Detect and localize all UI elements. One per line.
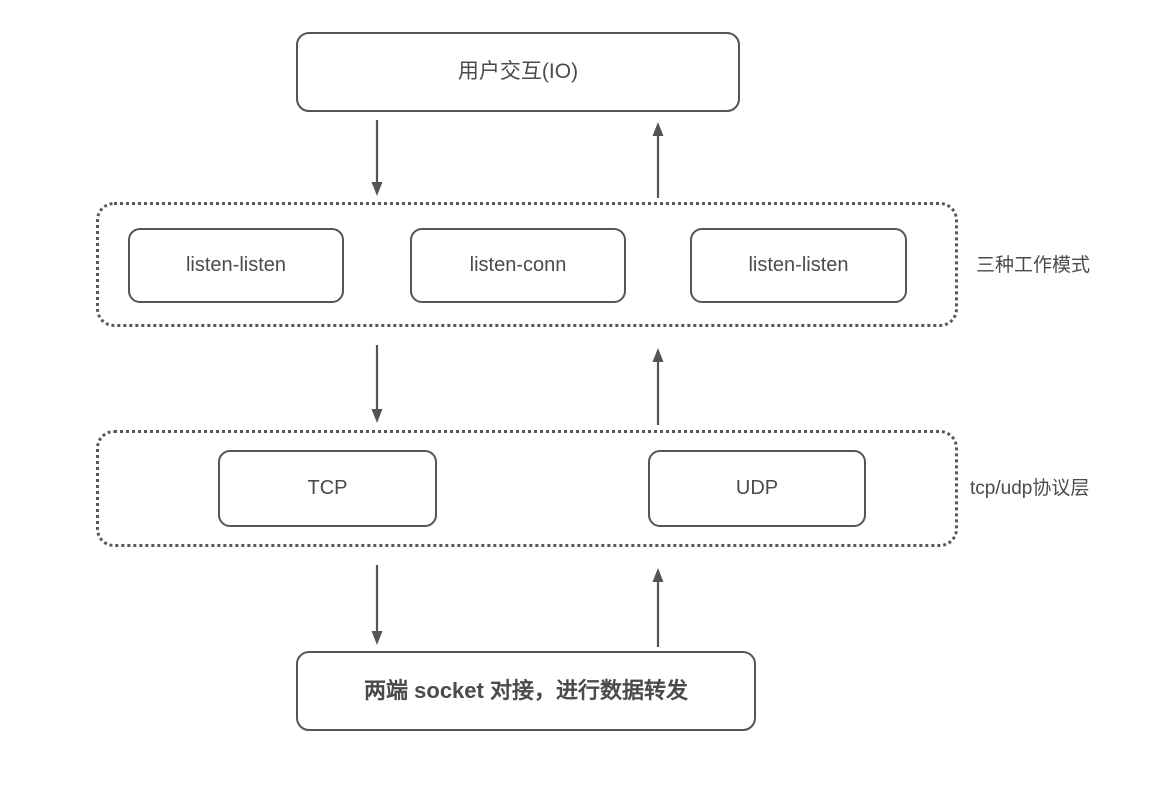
arrow-io-to-modes [361, 120, 393, 198]
node-socket-forwarding: 两端 socket 对接，进行数据转发 [296, 651, 756, 731]
node-label: 用户交互(IO) [457, 59, 579, 83]
arrow-protocols-to-socket [361, 565, 393, 647]
node-protocol-udp: UDP [648, 450, 866, 527]
group-label-protocol-layer: tcp/udp协议层 [970, 478, 1090, 499]
node-mode-listen-conn: listen-conn [410, 228, 626, 303]
node-label: UDP [735, 477, 779, 499]
node-label: listen-listen [185, 254, 287, 276]
node-mode-listen-listen-1: listen-listen [128, 228, 344, 303]
node-user-interaction-io: 用户交互(IO) [296, 32, 740, 112]
arrow-protocols-to-modes [642, 345, 674, 425]
node-label: 两端 socket 对接，进行数据转发 [364, 678, 688, 704]
node-mode-listen-listen-2: listen-listen [690, 228, 907, 303]
group-working-modes [96, 202, 958, 327]
arrow-modes-to-io [642, 120, 674, 198]
node-label: listen-listen [748, 254, 849, 276]
arrow-socket-to-protocols [642, 565, 674, 647]
node-protocol-tcp: TCP [218, 450, 437, 527]
group-protocol-layer [96, 430, 958, 547]
arrow-modes-to-protocols [361, 345, 393, 425]
node-label: TCP [307, 477, 348, 499]
group-label-working-modes: 三种工作模式 [976, 255, 1091, 276]
node-label: listen-conn [469, 254, 567, 276]
